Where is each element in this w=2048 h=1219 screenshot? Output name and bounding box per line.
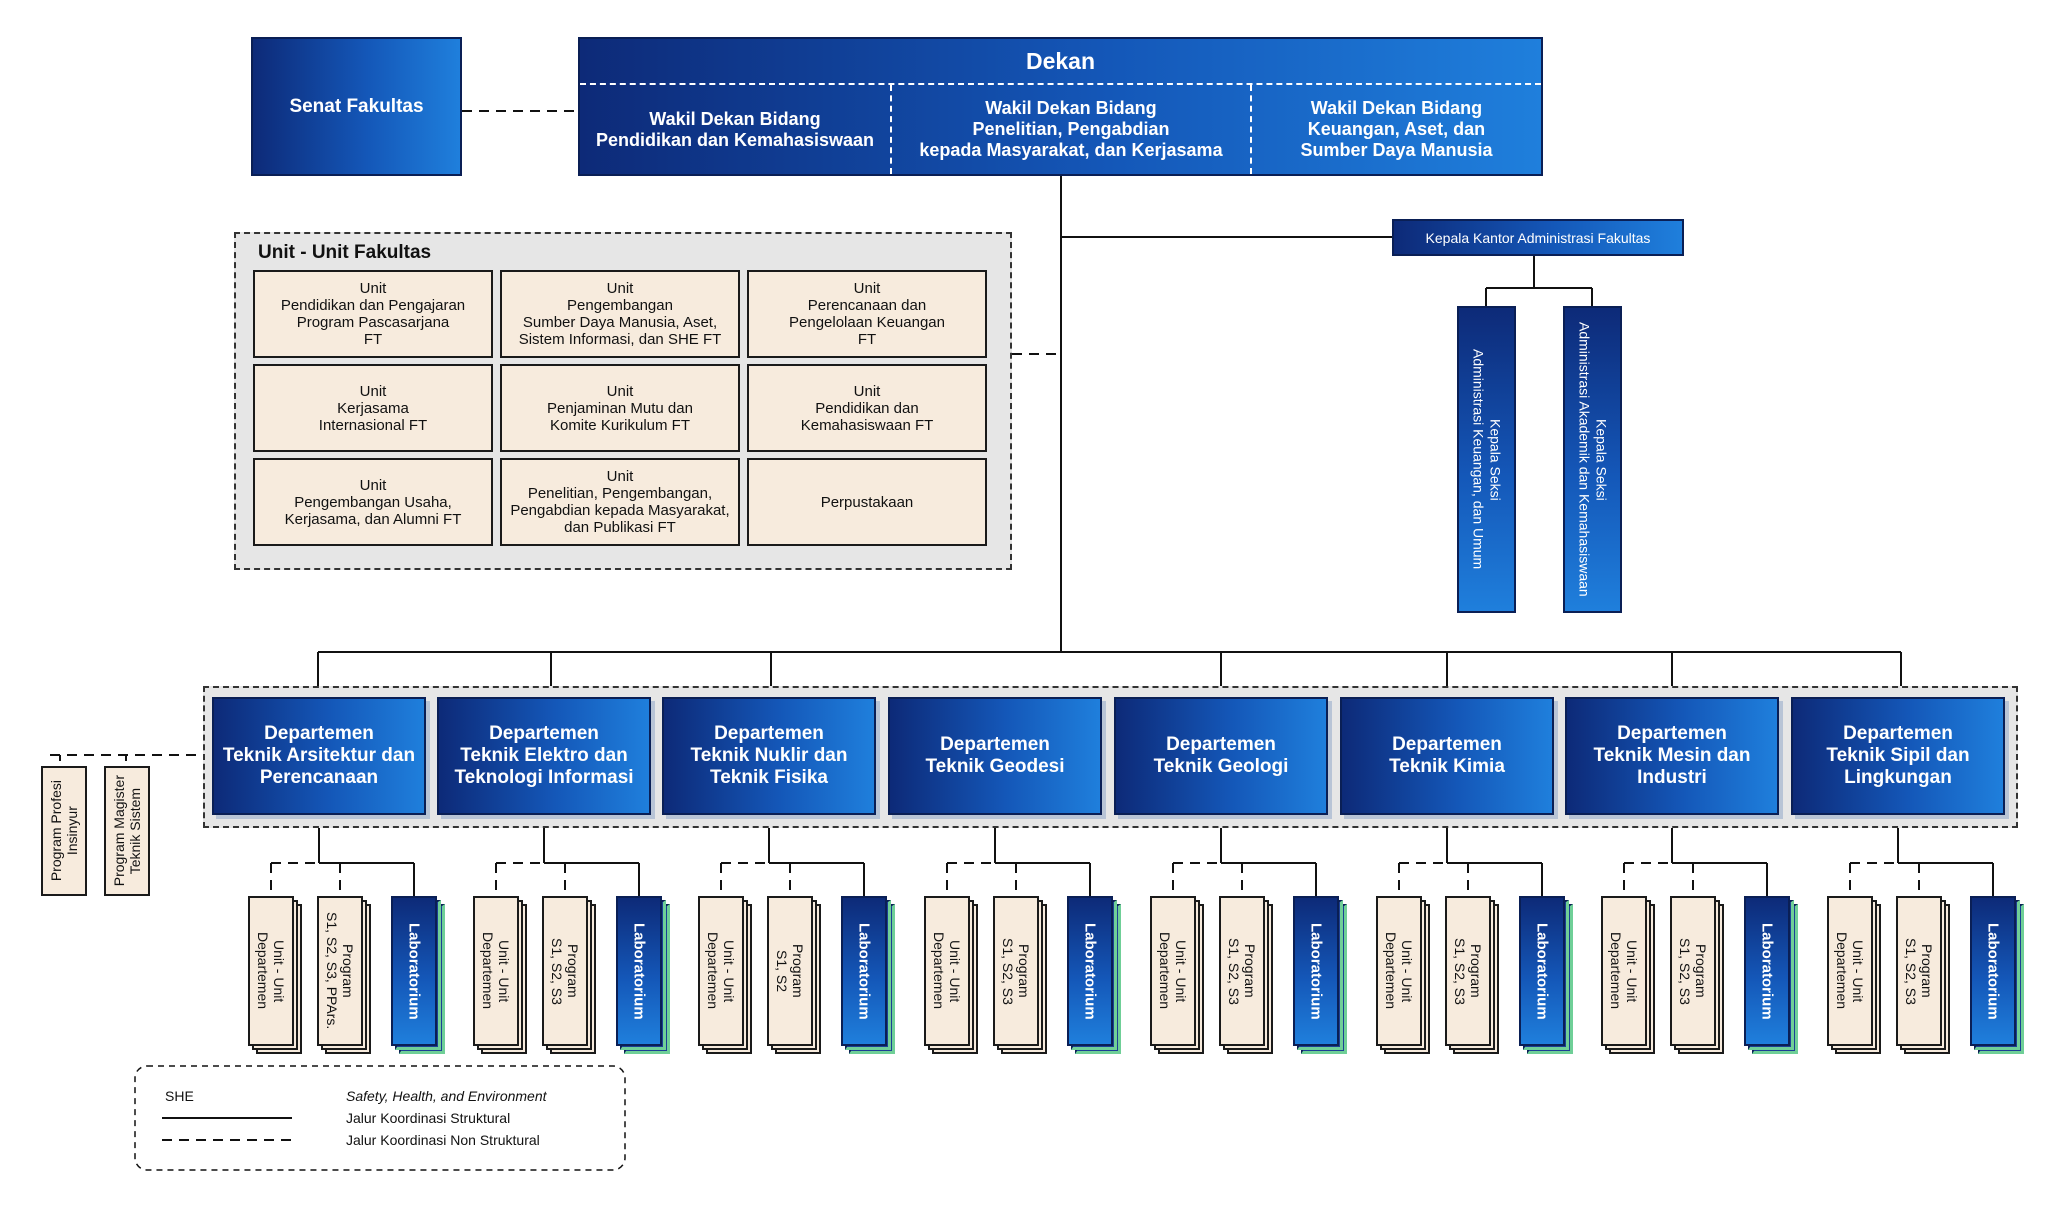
unit-departemen-card: Unit - Unit Departemen [1150, 896, 1196, 1046]
dekan-box: Dekan Wakil Dekan Bidang Pendidikan dan … [578, 37, 1543, 176]
unit-departemen-card: Unit - Unit Departemen [1376, 896, 1422, 1046]
unit-fakultas-cell: Unit Perencanaan dan Pengelolaan Keuanga… [747, 270, 987, 358]
legend-abbr: SHE [165, 1088, 194, 1104]
program-studi-card: Program S1, S2, S3 [993, 896, 1039, 1046]
laboratorium-card: Laboratorium [1293, 896, 1339, 1046]
senat-fakultas-label: Senat Fakultas [289, 95, 424, 117]
wakil-dekan-3: Wakil Dekan Bidang Keuangan, Aset, dan S… [1300, 98, 1493, 160]
departemen-name: Departemen Teknik Kimia [1389, 734, 1505, 777]
departemen-name: Departemen Teknik Elektro dan Teknologi … [454, 723, 634, 788]
wakil-divider-2 [1250, 85, 1252, 174]
dekan-divider [580, 83, 1541, 85]
kepala-kantor-label: Kepala Kantor Administrasi Fakultas [1425, 229, 1651, 246]
program-magister-teknik-sistem: Program Magister Teknik Sistem [104, 766, 150, 896]
wakil-dekan-2: Wakil Dekan Bidang Penelitian, Pengabdia… [919, 98, 1223, 160]
departemen-name: Departemen Teknik Geologi [1153, 734, 1289, 777]
unit-departemen-card: Unit - Unit Departemen [248, 896, 294, 1046]
dekan-title: Dekan [1025, 47, 1096, 74]
senat-fakultas-box: Senat Fakultas [251, 37, 462, 176]
laboratorium-card: Laboratorium [391, 896, 437, 1046]
departemen-name: Departemen Teknik Arsitektur dan Perenca… [222, 723, 416, 788]
kepala-seksi-akademik: Kepala Seksi Administrasi Akademik dan K… [1563, 306, 1622, 613]
unit-fakultas-cell: Unit Pendidikan dan Pengajaran Program P… [253, 270, 493, 358]
unit-fakultas-cell: Unit Pengembangan Sumber Daya Manusia, A… [500, 270, 740, 358]
unit-fakultas-cell: Perpustakaan [747, 458, 987, 546]
program-studi-card: Program S1, S2, S3 [1445, 896, 1491, 1046]
unit-fakultas-cell: Unit Penjaminan Mutu dan Komite Kurikulu… [500, 364, 740, 452]
wakil-dekan-1: Wakil Dekan Bidang Pendidikan dan Kemaha… [595, 108, 875, 150]
kepala-kantor-box: Kepala Kantor Administrasi Fakultas [1392, 219, 1684, 256]
program-studi-card: Program S1, S2, S3 [1896, 896, 1942, 1046]
unit-departemen-card: Unit - Unit Departemen [1601, 896, 1647, 1046]
program-studi-card: Program S1, S2, S3, PPArs. [317, 896, 363, 1046]
kepala-seksi-keuangan: Kepala Seksi Administrasi Keuangan, dan … [1457, 306, 1516, 613]
program-studi-card: Program S1, S2 [767, 896, 813, 1046]
program-studi-card: Program S1, S2, S3 [1219, 896, 1265, 1046]
unit-fakultas-cell: Unit Pendidikan dan Kemahasiswaan FT [747, 364, 987, 452]
laboratorium-card: Laboratorium [1067, 896, 1113, 1046]
unit-departemen-card: Unit - Unit Departemen [698, 896, 744, 1046]
laboratorium-card: Laboratorium [1970, 896, 2016, 1046]
legend-solid-label: Jalur Koordinasi Struktural [346, 1110, 511, 1126]
unit-fakultas-cell: Unit Pengembangan Usaha, Kerjasama, dan … [253, 458, 493, 546]
departemen-name: Departemen Teknik Geodesi [925, 734, 1065, 777]
wakil-divider-1 [890, 85, 892, 174]
departemen-name: Departemen Teknik Sipil dan Lingkungan [1826, 723, 1970, 788]
program-studi-card: Program S1, S2, S3 [1670, 896, 1716, 1046]
laboratorium-card: Laboratorium [1519, 896, 1565, 1046]
departemen-box: Departemen Teknik Nuklir dan Teknik Fisi… [662, 697, 876, 815]
departemen-box: Departemen Teknik Kimia [1340, 697, 1554, 815]
laboratorium-card: Laboratorium [1744, 896, 1790, 1046]
departemen-box: Departemen Teknik Arsitektur dan Perenca… [212, 697, 426, 815]
unit-departemen-card: Unit - Unit Departemen [1827, 896, 1873, 1046]
departemen-name: Departemen Teknik Mesin dan Industri [1593, 723, 1751, 788]
departemen-box: Departemen Teknik Elektro dan Teknologi … [437, 697, 651, 815]
departemen-box: Departemen Teknik Geologi [1114, 697, 1328, 815]
unit-departemen-card: Unit - Unit Departemen [924, 896, 970, 1046]
program-studi-card: Program S1, S2, S3 [542, 896, 588, 1046]
unit-fakultas-title: Unit - Unit Fakultas [258, 242, 432, 263]
departemen-name: Departemen Teknik Nuklir dan Teknik Fisi… [690, 723, 848, 788]
unit-fakultas-cell: Unit Kerjasama Internasional FT [253, 364, 493, 452]
departemen-box: Departemen Teknik Sipil dan Lingkungan [1791, 697, 2005, 815]
unit-departemen-card: Unit - Unit Departemen [473, 896, 519, 1046]
legend-abbr-meaning: Safety, Health, and Environment [346, 1088, 547, 1104]
departemen-box: Departemen Teknik Mesin dan Industri [1565, 697, 1779, 815]
laboratorium-card: Laboratorium [841, 896, 887, 1046]
unit-fakultas-cell: Unit Penelitian, Pengembangan, Pengabdia… [500, 458, 740, 546]
program-profesi-insinyur: Program Profesi Insinyur [41, 766, 87, 896]
laboratorium-card: Laboratorium [616, 896, 662, 1046]
legend-dashed-label: Jalur Koordinasi Non Struktural [346, 1132, 540, 1148]
departemen-box: Departemen Teknik Geodesi [888, 697, 1102, 815]
